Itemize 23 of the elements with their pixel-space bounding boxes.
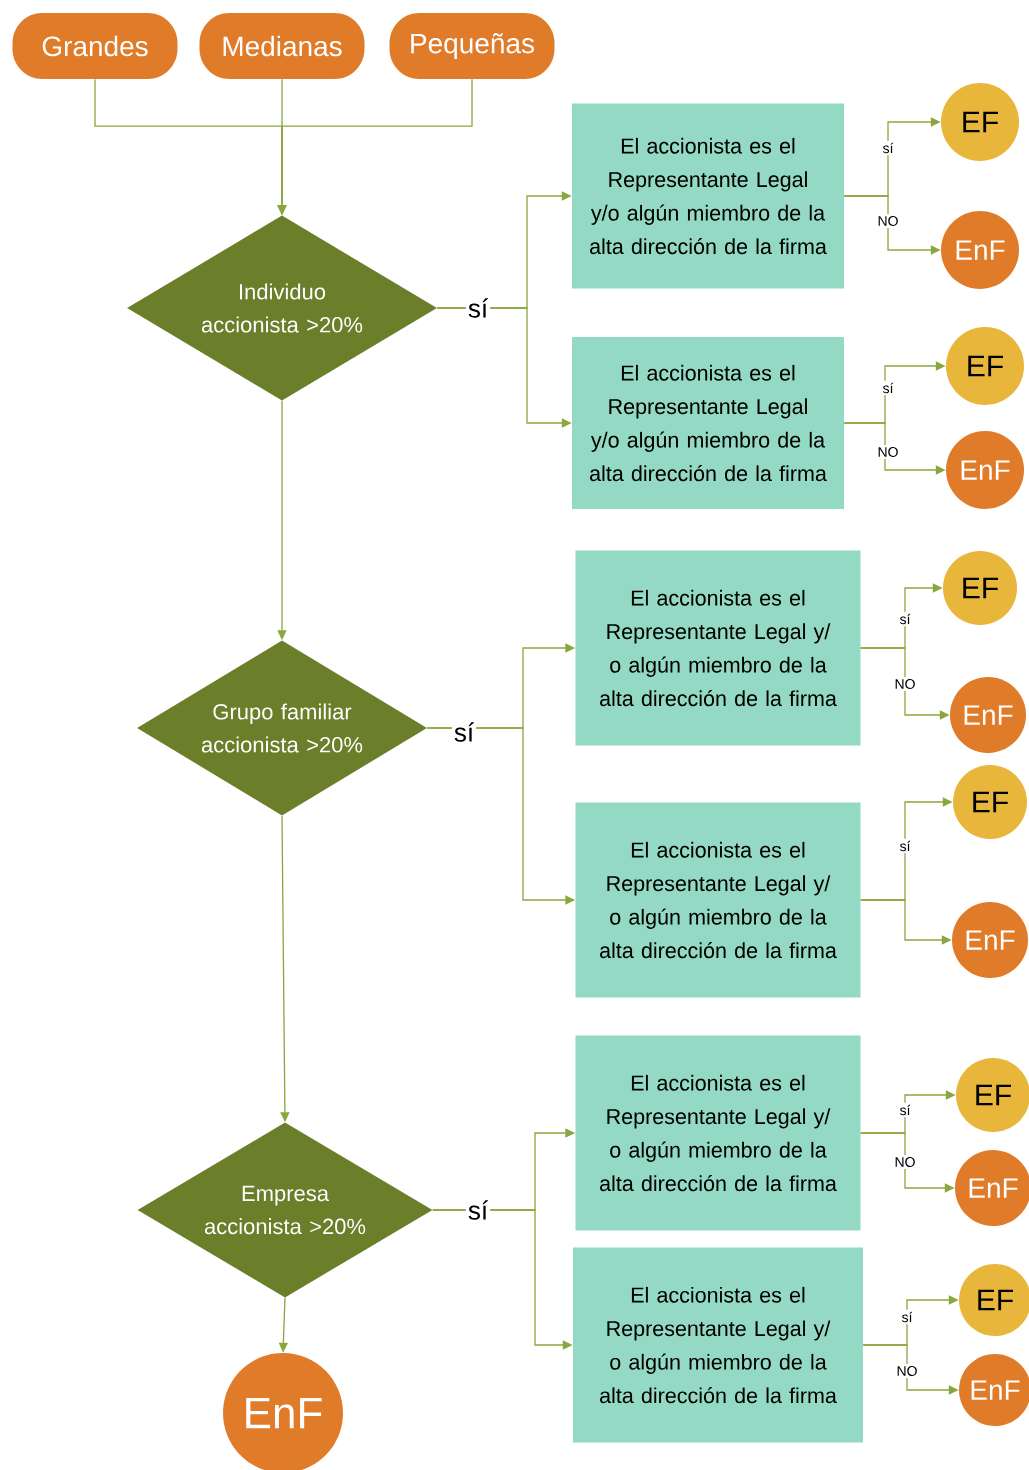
condition-box: El accionista es el Representante Legal y/ o algún miembro de la alta dirección de la firma <box>573 1247 863 1443</box>
edge-label: NO <box>894 1364 920 1378</box>
condition-box: El accionista es el Representante Legal y/ o algún miembro de la alta dirección de la firma <box>575 802 861 998</box>
condition-box: El accionista es el Representante Legal y/o algún miembro de la alta dirección de la firma <box>572 337 844 509</box>
edge-label: sí <box>451 720 477 744</box>
condition-box: El accionista es el Representante Legal y/ o algún miembro de la alta dirección de la firma <box>575 1035 861 1231</box>
edge-label: sí <box>897 838 913 854</box>
category-pill: Medianas <box>199 13 365 79</box>
edge-label: NO <box>875 445 901 459</box>
edge-label: NO <box>892 1155 918 1169</box>
category-pill: Pequeñas <box>389 13 555 79</box>
edge-label: NO <box>892 677 918 691</box>
condition-box: El accionista es el Representante Legal y/o algún miembro de la alta dirección de la firma <box>572 103 844 289</box>
edge-label: sí <box>880 380 896 396</box>
edge-label: sí <box>897 611 913 627</box>
category-pill: Grandes <box>12 13 178 79</box>
edge-label: sí <box>897 1102 913 1118</box>
edge-label: sí <box>880 140 896 156</box>
edge-label: sí <box>465 1198 491 1222</box>
edge-label: sí <box>465 296 491 320</box>
edge-label: sí <box>899 1309 915 1325</box>
edge-label: NO <box>875 214 901 228</box>
condition-box: El accionista es el Representante Legal y/ o algún miembro de la alta dirección de la firma <box>575 550 861 746</box>
